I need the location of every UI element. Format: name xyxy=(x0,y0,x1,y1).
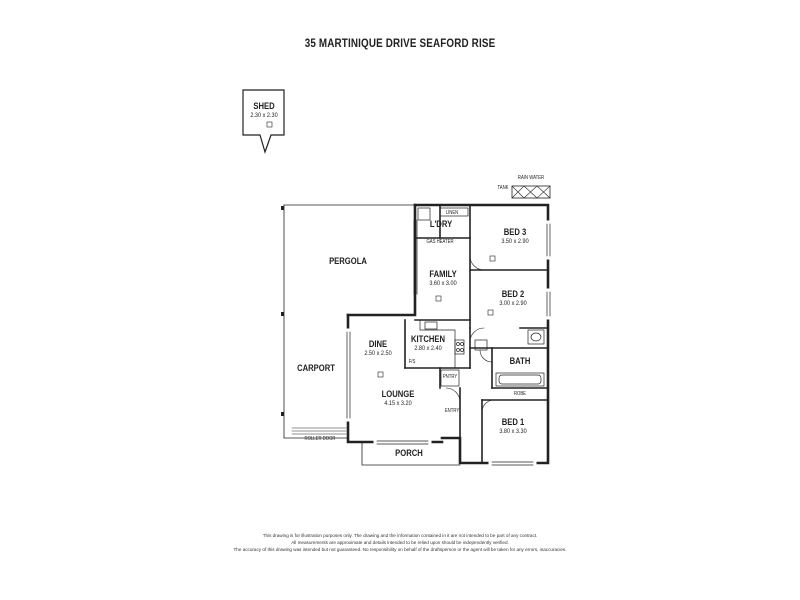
plan-title: 35 MARTINIQUE DRIVE SEAFORD RISE xyxy=(304,36,496,50)
pergola-label: PERGOLA xyxy=(329,256,367,266)
shed-label: SHED 2.30 x 2.30 xyxy=(250,101,278,119)
dine-label: DINE 2.50 x 2.50 xyxy=(364,339,392,357)
porch-label: PORCH xyxy=(395,448,423,458)
porch-outline xyxy=(361,441,461,466)
fridge-space-label: F/S xyxy=(408,359,416,365)
pantry-label: PNTRY xyxy=(442,374,458,380)
rain-water-tank xyxy=(511,185,551,199)
bed3-label: BED 3 3.50 x 2.90 xyxy=(501,227,529,245)
family-label: FAMILY 3.60 x 3.00 xyxy=(429,269,457,287)
kitchen-label: KITCHEN 2.80 x 2.40 xyxy=(411,334,445,352)
robe-label: ROBE xyxy=(513,391,527,397)
disclaimer-line-3: The accuracy of this drawing was intende… xyxy=(233,547,567,552)
gas-heater-label: GAS HEATER xyxy=(426,239,454,245)
rain-water-tank-label: RAIN WATER xyxy=(517,175,545,181)
laundry-label: L'DRY xyxy=(429,219,453,229)
carport-label: CARPORT xyxy=(297,363,335,373)
entry-label: ENTRY xyxy=(444,408,460,414)
linen-label: LINEN xyxy=(445,210,459,216)
lounge-label: LOUNGE 4.15 x 3.20 xyxy=(381,389,415,407)
shed-outline xyxy=(242,89,285,154)
roller-door xyxy=(291,427,347,435)
tank-label: TANK xyxy=(497,185,509,191)
roller-door-label: ROLLER DOOR xyxy=(304,436,336,442)
disclaimer-line-2: All measurements are approximate and det… xyxy=(291,540,509,545)
house-outer-wall-west xyxy=(346,203,417,317)
bed2-label: BED 2 3.00 x 2.90 xyxy=(499,289,527,307)
disclaimer-line-1: This drawing is for illustration purpose… xyxy=(262,533,538,538)
bed1-label: BED 1 3.80 x 3.30 xyxy=(499,417,527,435)
bath-label: BATH xyxy=(509,356,531,366)
